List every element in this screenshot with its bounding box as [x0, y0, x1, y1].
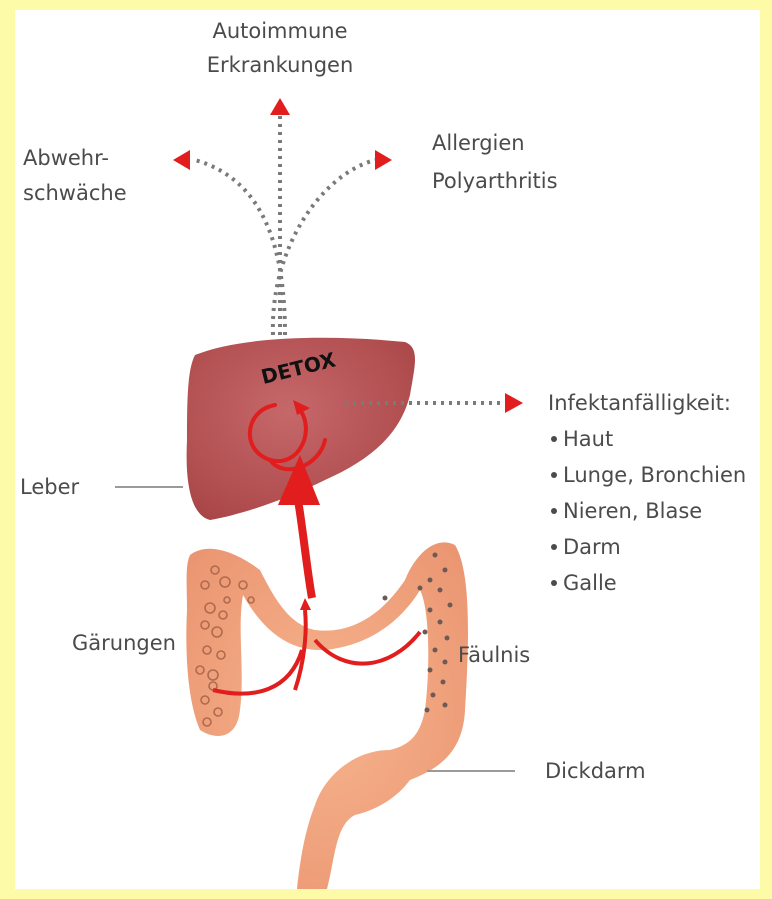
- diagram-frame: DETOX Autoimmune Erkrankungen Abwehr- sc…: [15, 10, 760, 889]
- arrow-right-allergien: [375, 150, 392, 170]
- detox-diagram: DETOX Autoimmune Erkrankungen Abwehr- sc…: [15, 10, 760, 889]
- leber-label: Leber: [20, 475, 80, 499]
- allergien-label-line2: Polyarthritis: [432, 169, 558, 193]
- infekt-list: Haut Lunge, Bronchien Nieren, Blase Darm…: [551, 427, 746, 595]
- infekt-item: Galle: [563, 571, 617, 595]
- infekt-title: Infektanfälligkeit:: [548, 391, 731, 415]
- infekt-item: Nieren, Blase: [563, 499, 702, 523]
- colon-shape: [186, 542, 468, 889]
- gaerungen-label: Gärungen: [72, 631, 176, 655]
- abwehr-label-line2: schwäche: [23, 181, 127, 205]
- autoimmune-label-line2: Erkrankungen: [207, 53, 354, 77]
- faeulnis-label: Fäulnis: [458, 643, 530, 667]
- arrow-up-autoimmune: [270, 98, 290, 115]
- infekt-item: Darm: [563, 535, 621, 559]
- dickdarm-label: Dickdarm: [545, 759, 646, 783]
- allergien-label-line1: Allergien: [432, 131, 525, 155]
- infekt-item: Haut: [563, 427, 613, 451]
- infekt-item: Lunge, Bronchien: [563, 463, 746, 487]
- autoimmune-label-line1: Autoimmune: [212, 19, 347, 43]
- arrow-left-abwehr: [173, 150, 190, 170]
- abwehr-label-line1: Abwehr-: [23, 146, 109, 170]
- convergence-arrowhead: [300, 598, 311, 610]
- dotted-paths-up: [195, 115, 375, 335]
- arrow-right-infekt: [505, 393, 523, 413]
